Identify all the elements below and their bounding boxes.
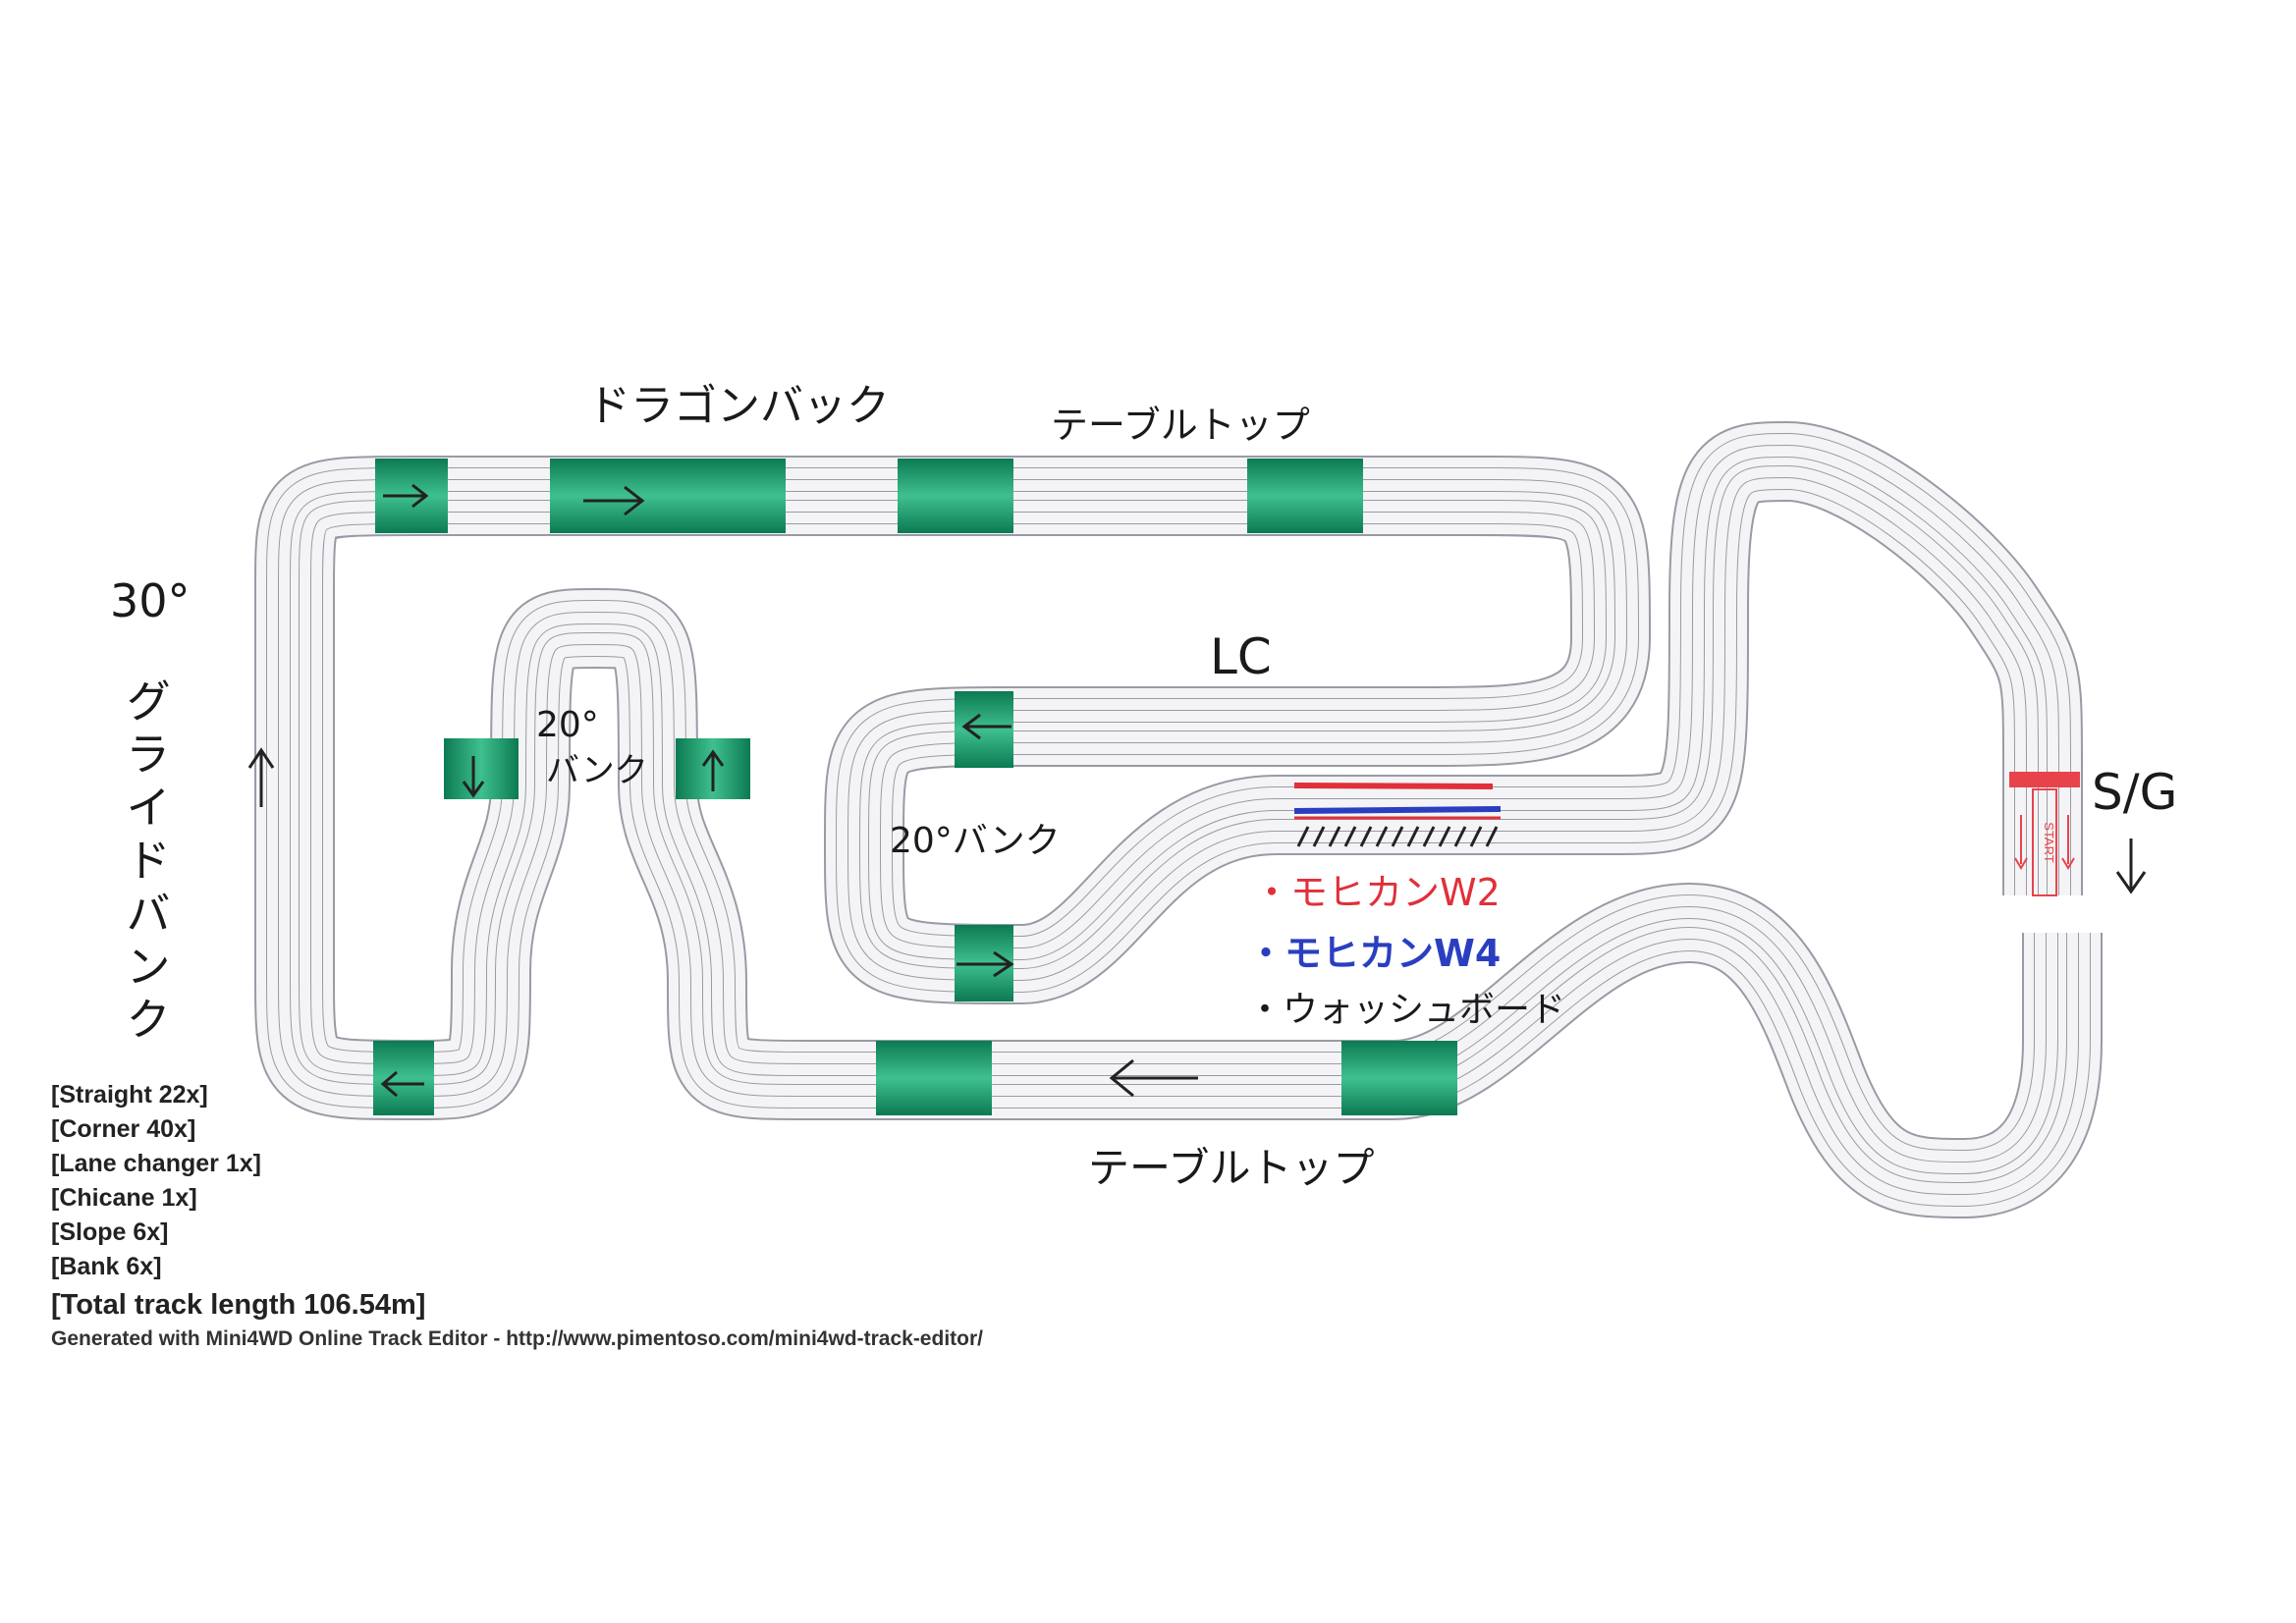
legend-item: [Chicane 1x] [51,1184,197,1212]
label-bank-20-angle: 20° [536,705,599,745]
label-dragon-back: ドラゴンバック [587,381,890,431]
label-bank-20: バンク [546,751,648,790]
bank-piece [444,738,519,799]
label-washboard: ・ウォッシュボード [1247,990,1565,1030]
label-lane-changer: LC [1210,628,1272,685]
mogul-w4-line [1293,806,1502,814]
washboard-hatch [1296,826,1499,847]
legend-item: [Corner 40x] [51,1115,196,1143]
slope-piece [373,1041,434,1115]
legend-item: [Bank 6x] [51,1253,162,1280]
slope-piece [550,459,668,533]
arrow-up-icon [247,747,275,807]
washboard-mark [1485,826,1499,847]
washboard-mark [1438,826,1451,847]
washboard-mark [1391,826,1404,847]
label-bank-20-right: 20°バンク [890,821,1061,861]
slope-piece [876,1041,992,1115]
arrow-down-icon [462,756,485,798]
label-table-top-lower: テーブルトップ [1088,1144,1374,1192]
bank-piece [955,691,1013,768]
washboard-mark [1422,826,1436,847]
slope-piece [668,459,786,533]
label-mogul-w4: ・モヒカンW4 [1247,932,1501,975]
label-table-top-upper: テーブルトップ [1051,404,1310,447]
arrow-up-icon [701,749,725,791]
label-mogul-w2: ・モヒカンW2 [1253,871,1501,914]
arrow-right-icon [957,950,1014,978]
slope-piece [898,459,1013,533]
track-lane-line [412,457,2047,969]
slope-pieces [373,459,1457,1115]
slope-piece [1247,459,1363,533]
washboard-mark [1312,826,1326,847]
arrow-down-icon [2115,839,2147,894]
washboard-mark [1406,826,1420,847]
washboard-mark [1469,826,1483,847]
arrow-left-icon [1109,1058,1198,1098]
arrow-right-icon [383,483,429,509]
track-layout [254,420,2103,1219]
washboard-mark [1328,826,1341,847]
washboard-mark [1359,826,1373,847]
label-glide-bank-angle: 30° [110,574,191,627]
arrow-left-icon [380,1070,424,1098]
mogul-marks [1293,783,1502,847]
legend-item: [Slope 6x] [51,1218,169,1246]
arrow-left-icon [961,713,1011,740]
legend-item: [Straight 22x] [51,1081,208,1109]
label-glide-bank: グライドバンク [119,677,172,1049]
legend-item: [Lane changer 1x] [51,1150,261,1177]
washboard-mark [1296,826,1310,847]
washboard-mark [1343,826,1357,847]
slope-piece [1341,1041,1457,1115]
start-piece-text: START [2042,822,2056,862]
legend-total: [Total track length 106.54m] [51,1289,426,1321]
handwritten-labels: ドラゴンバック テーブルトップ 30° グライドバンク 20° バンク 20°バ… [110,381,2177,1192]
washboard-mark [1453,826,1467,847]
track-legend: [Straight 22x] [Corner 40x] [Lane change… [51,1078,983,1353]
washboard-mark [1375,826,1389,847]
direction-arrows [247,483,2147,1098]
start-goal-piece: START [2009,772,2080,896]
mogul-w2-line [1293,783,1494,789]
arrow-right-icon [583,485,645,516]
legend-credit: Generated with Mini4WD Online Track Edit… [51,1327,983,1350]
label-start-goal: S/G [2092,764,2177,821]
